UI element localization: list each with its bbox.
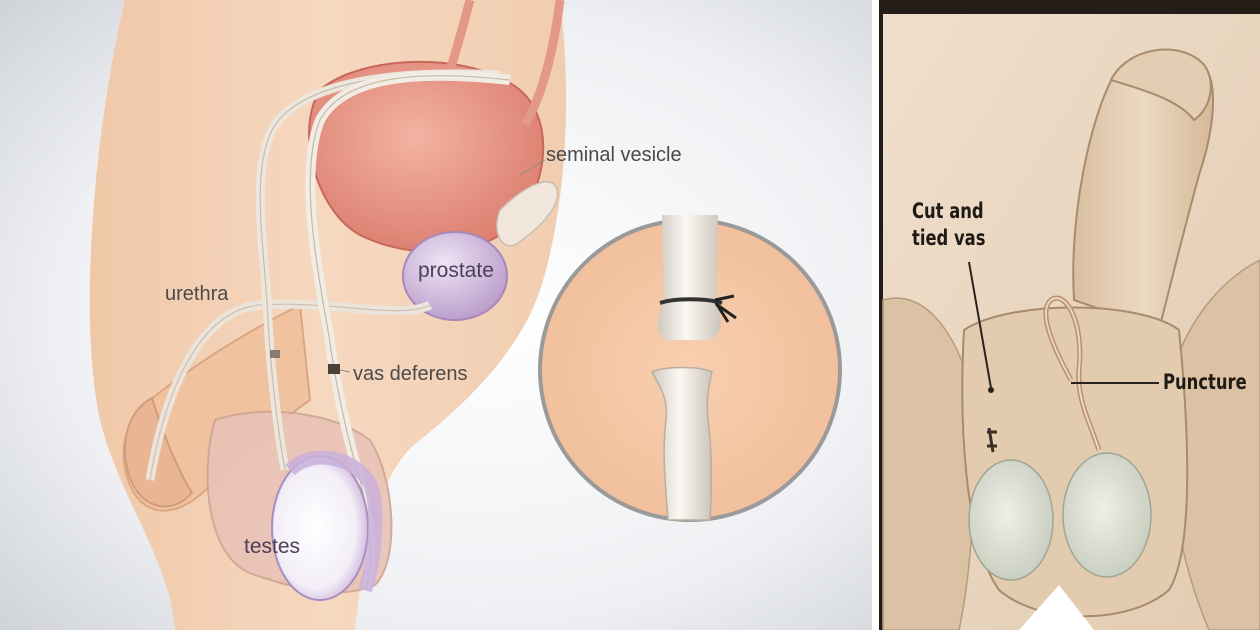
anatomy-illustration — [0, 0, 872, 630]
label-cut-and-tied-line2: tied vas — [912, 225, 985, 252]
sepia-testis-left — [969, 460, 1053, 580]
label-cut-and-tied-line1: Cut and — [912, 198, 985, 225]
sepia-illustration — [879, 0, 1260, 630]
label-puncture: Puncture — [1163, 369, 1247, 396]
vas-cut-mark-far — [270, 350, 280, 358]
label-prostate: prostate — [418, 259, 494, 283]
vas-cut-mark-near — [328, 364, 340, 374]
anatomy-illustration-panel: seminal vesicle prostate urethra vas def… — [0, 0, 872, 630]
testis-shape — [272, 456, 368, 600]
sepia-testis-right — [1063, 453, 1151, 577]
cut-vas-point — [988, 387, 994, 393]
label-seminal-vesicle: seminal vesicle — [546, 144, 682, 167]
label-testes: testes — [244, 535, 300, 559]
label-urethra: urethra — [165, 283, 228, 306]
inset-tube-upper — [658, 215, 721, 340]
label-vas-deferens: vas deferens — [353, 363, 468, 386]
label-cut-and-tied-vas: Cut and tied vas — [912, 198, 985, 252]
sepia-illustration-panel: Cut and tied vas Puncture — [879, 0, 1260, 630]
